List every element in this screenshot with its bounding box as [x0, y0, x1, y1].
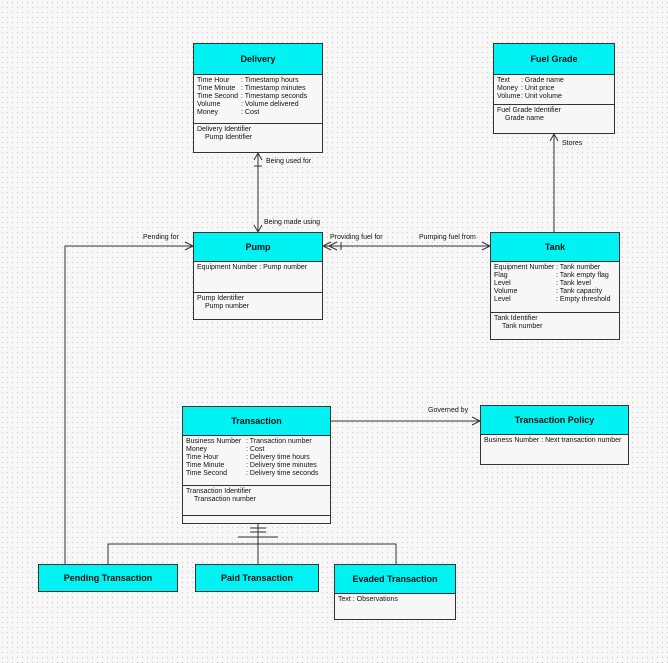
entity-fuel-grade[interactable]: Fuel Grade Text: Grade name Money: Unit …: [493, 43, 615, 134]
entity-title: Tank: [491, 233, 619, 262]
entity-title: Delivery: [194, 44, 322, 75]
identifier-section: Delivery Identifier Pump Identifier: [197, 126, 253, 141]
attribute-section: Business Number : Next transaction numbe…: [484, 437, 622, 444]
label-governed-by: Governed by: [428, 407, 469, 414]
label-pending-for: Pending for: [143, 234, 179, 241]
entity-title: Evaded Transaction: [335, 565, 455, 594]
entity-title: Paid Transaction: [196, 565, 318, 591]
label-pumping-fuel-from: Pumping fuel from: [419, 234, 476, 241]
attribute-section: Equipment Number: Tank number Flag: Tank…: [491, 262, 619, 313]
empty-section: [183, 516, 330, 520]
identifier-section: Transaction Identifier Transaction numbe…: [183, 486, 330, 516]
attribute-section: Business Number: Transaction number Mone…: [183, 436, 330, 486]
attribute-section: Equipment Number : Pump number: [194, 262, 322, 293]
attribute-section: Time Hour: Timestamp hours Time Minute: …: [194, 75, 322, 124]
entity-delivery[interactable]: Delivery Time Hour: Timestamp hours Time…: [193, 43, 323, 153]
fuelgrade-arrow: [549, 132, 559, 142]
pump-side-arrow: [321, 241, 332, 251]
entity-title: Fuel Grade: [494, 44, 614, 75]
entity-transaction-policy[interactable]: Transaction Policy Business Number : Nex…: [480, 405, 629, 465]
entity-title: Transaction: [183, 407, 330, 436]
attribute-section: Text: Grade name Money: Unit price Volum…: [494, 75, 614, 105]
entity-title: Pending Transaction: [39, 565, 177, 591]
label-stores: Stores: [562, 140, 583, 147]
entity-tank[interactable]: Tank Equipment Number: Tank number Flag:…: [490, 232, 620, 340]
label-being-made-using: Being made using: [264, 219, 321, 226]
identifier-section: Pump Identifier Pump number: [197, 295, 249, 310]
entity-title: Transaction Policy: [481, 406, 628, 435]
entity-transaction[interactable]: Transaction Business Number: Transaction…: [182, 406, 331, 524]
delivery-end-arrow: [253, 151, 263, 161]
identifier-section: Fuel Grade Identifier Grade name: [497, 107, 561, 122]
entity-paid-transaction[interactable]: Paid Transaction: [195, 564, 319, 592]
label-providing-fuel-for: Providing fuel for: [330, 234, 383, 241]
label-being-used-for: Being used for: [266, 158, 312, 165]
attribute-section: Text : Observations: [338, 596, 398, 603]
subtype-branch: [107, 543, 397, 564]
pending-pump-line: [64, 245, 193, 564]
identifier-section: Tank Identifier Tank number: [494, 315, 543, 330]
entity-evaded-transaction[interactable]: Evaded Transaction Text : Observations: [334, 564, 456, 620]
entity-title: Pump: [194, 233, 322, 262]
entity-pump[interactable]: Pump Equipment Number : Pump number Pump…: [193, 232, 323, 320]
entity-pending-transaction[interactable]: Pending Transaction: [38, 564, 178, 592]
